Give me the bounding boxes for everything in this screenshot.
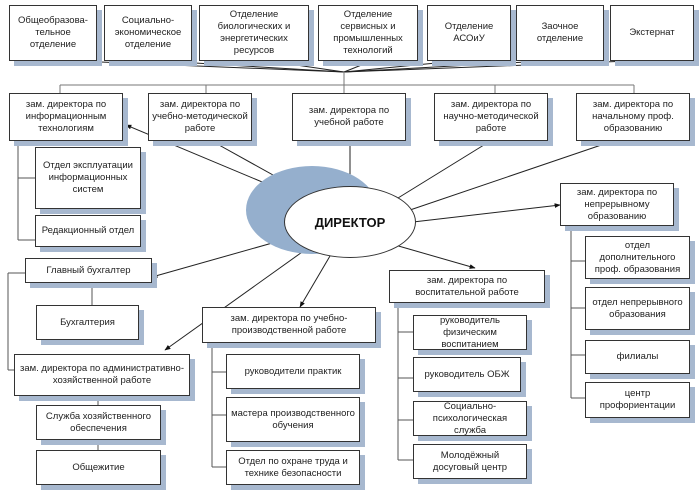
deputy-label: зам. директора по воспитательной работе bbox=[415, 274, 519, 298]
unit-editorial: Редакционный отдел bbox=[35, 215, 141, 247]
dept-service-industrial: Отделение сервисных и промышленных техно… bbox=[318, 5, 418, 61]
dept-label: Отделение АСОиУ bbox=[444, 21, 494, 44]
dept-general-education: Общеобразова-тельное отделение bbox=[9, 5, 97, 61]
deputy-scientific-methodical: зам. директора по научно-методической ра… bbox=[434, 93, 548, 141]
deputy-vocational: зам. директора по начальному проф. образ… bbox=[576, 93, 690, 141]
unit-label: руководитель ОБЖ bbox=[424, 368, 510, 380]
unit-youth-center: Молодёжный досуговый центр bbox=[413, 444, 527, 479]
arrow-to-dept-3 bbox=[261, 58, 345, 73]
deputy-label: зам. директора по информационным техноло… bbox=[25, 99, 107, 134]
director-label: ДИРЕКТОР bbox=[314, 214, 386, 230]
deputy-label: зам. директора по начальному проф. образ… bbox=[592, 99, 674, 134]
unit-label: Молодёжный досуговый центр bbox=[432, 449, 508, 473]
dept-bio-energy: Отделение биологических и энергетических… bbox=[199, 5, 309, 61]
unit-labor-safety: Отдел по охране труда и технике безопасн… bbox=[226, 450, 360, 485]
unit-is-operations: Отдел эксплуатации информационных систем bbox=[35, 147, 141, 209]
unit-label: филиалы bbox=[616, 351, 659, 362]
deputy-upbringing: зам. директора по воспитательной работе bbox=[389, 270, 545, 303]
deputy-educational-methodical: зам. директора по учебно-методической ра… bbox=[148, 93, 252, 141]
deputy-label: зам. директора по учебной работе bbox=[308, 105, 390, 128]
unit-dormitory: Общежитие bbox=[36, 450, 161, 485]
unit-production-masters: мастера производственного обучения bbox=[226, 397, 360, 442]
unit-household-service: Служба хозяйственного обеспечения bbox=[36, 405, 161, 440]
dept-asoiu: Отделение АСОиУ bbox=[427, 5, 511, 61]
unit-label: мастера производственного обучения bbox=[231, 407, 355, 431]
unit-label: руководитель физическим воспитанием bbox=[439, 314, 501, 350]
deputy-it: зам. директора по информационным техноло… bbox=[9, 93, 123, 141]
unit-continuing-ed: отдел непрерывного образования bbox=[585, 287, 690, 330]
unit-accounting: Бухгалтерия bbox=[36, 305, 139, 340]
dept-label: Отделение биологических и энергетических… bbox=[217, 9, 291, 56]
unit-career-center: центр профориентации bbox=[585, 382, 690, 418]
unit-physical-education: руководитель физическим воспитанием bbox=[413, 315, 527, 350]
unit-label: Отдел эксплуатации информационных систем bbox=[43, 160, 133, 195]
deputy-continuing: зам. директора по непрерывному образован… bbox=[560, 183, 674, 226]
unit-label: Отдел по охране труда и технике безопасн… bbox=[238, 455, 348, 479]
arrow-to-dept-5 bbox=[343, 58, 468, 73]
unit-label: Служба хозяйственного обеспечения bbox=[45, 410, 152, 434]
arrow-to-dept-1 bbox=[51, 57, 345, 73]
director-node: ДИРЕКТОР bbox=[284, 186, 416, 258]
unit-life-safety: руководитель ОБЖ bbox=[413, 357, 521, 392]
arrow-to-dept-6 bbox=[343, 57, 563, 73]
arrow-to-dept-2 bbox=[144, 57, 345, 73]
unit-additional-prof: отдел дополнительного проф. образования bbox=[585, 236, 690, 279]
unit-label: Общежитие bbox=[72, 461, 125, 473]
dept-external-studies: Экстернат bbox=[610, 5, 694, 61]
chief-accountant-label: Главный бухгалтер bbox=[46, 264, 131, 276]
deputy-administrative: зам. директора по административно-хозяйс… bbox=[14, 354, 190, 396]
deputy-label: зам. директора по учебно-производственно… bbox=[230, 313, 348, 336]
deputy-label: зам. директора по научно-методической ра… bbox=[443, 99, 539, 134]
deputy-label: зам. директора по административно-хозяйс… bbox=[19, 363, 184, 386]
deputy-label: зам. директора по непрерывному образован… bbox=[576, 186, 658, 222]
deputy-academic: зам. директора по учебной работе bbox=[292, 93, 406, 141]
tree-connectors bbox=[7, 142, 585, 468]
top-arrows bbox=[51, 57, 658, 73]
unit-label: отдел непрерывного образования bbox=[592, 296, 683, 320]
dept-correspondence: Заочное отделение bbox=[516, 5, 604, 61]
unit-label: Социально-психологическая служба bbox=[432, 400, 508, 436]
unit-label: отдел дополнительного проф. образования bbox=[594, 239, 681, 275]
chief-accountant: Главный бухгалтер bbox=[25, 258, 152, 283]
unit-social-psych: Социально-психологическая служба bbox=[413, 401, 527, 436]
unit-label: центр профориентации bbox=[599, 388, 676, 411]
deputy-label: зам. директора по учебно-методической ра… bbox=[152, 99, 248, 134]
dept-label: Отделение сервисных и промышленных техно… bbox=[333, 9, 403, 56]
unit-branches: филиалы bbox=[585, 340, 690, 374]
dept-label: Заочное отделение bbox=[536, 21, 584, 44]
dept-label: Социально-экономическое отделение bbox=[114, 15, 182, 50]
arrow-to-dept-7 bbox=[343, 57, 658, 73]
unit-label: Бухгалтерия bbox=[60, 316, 115, 328]
unit-practice-supervisors: руководители практик bbox=[226, 354, 360, 389]
dept-socio-economic: Социально-экономическое отделение bbox=[104, 5, 192, 61]
deputy-production: зам. директора по учебно-производственно… bbox=[202, 307, 376, 343]
unit-label: Редакционный отдел bbox=[41, 225, 135, 236]
unit-label: руководители практик bbox=[244, 365, 342, 377]
arrow-to-dept-4 bbox=[343, 59, 375, 73]
deputy-bus bbox=[59, 72, 635, 93]
dept-label: Общеобразова-тельное отделение bbox=[18, 15, 88, 50]
dept-label: Экстернат bbox=[629, 27, 675, 38]
